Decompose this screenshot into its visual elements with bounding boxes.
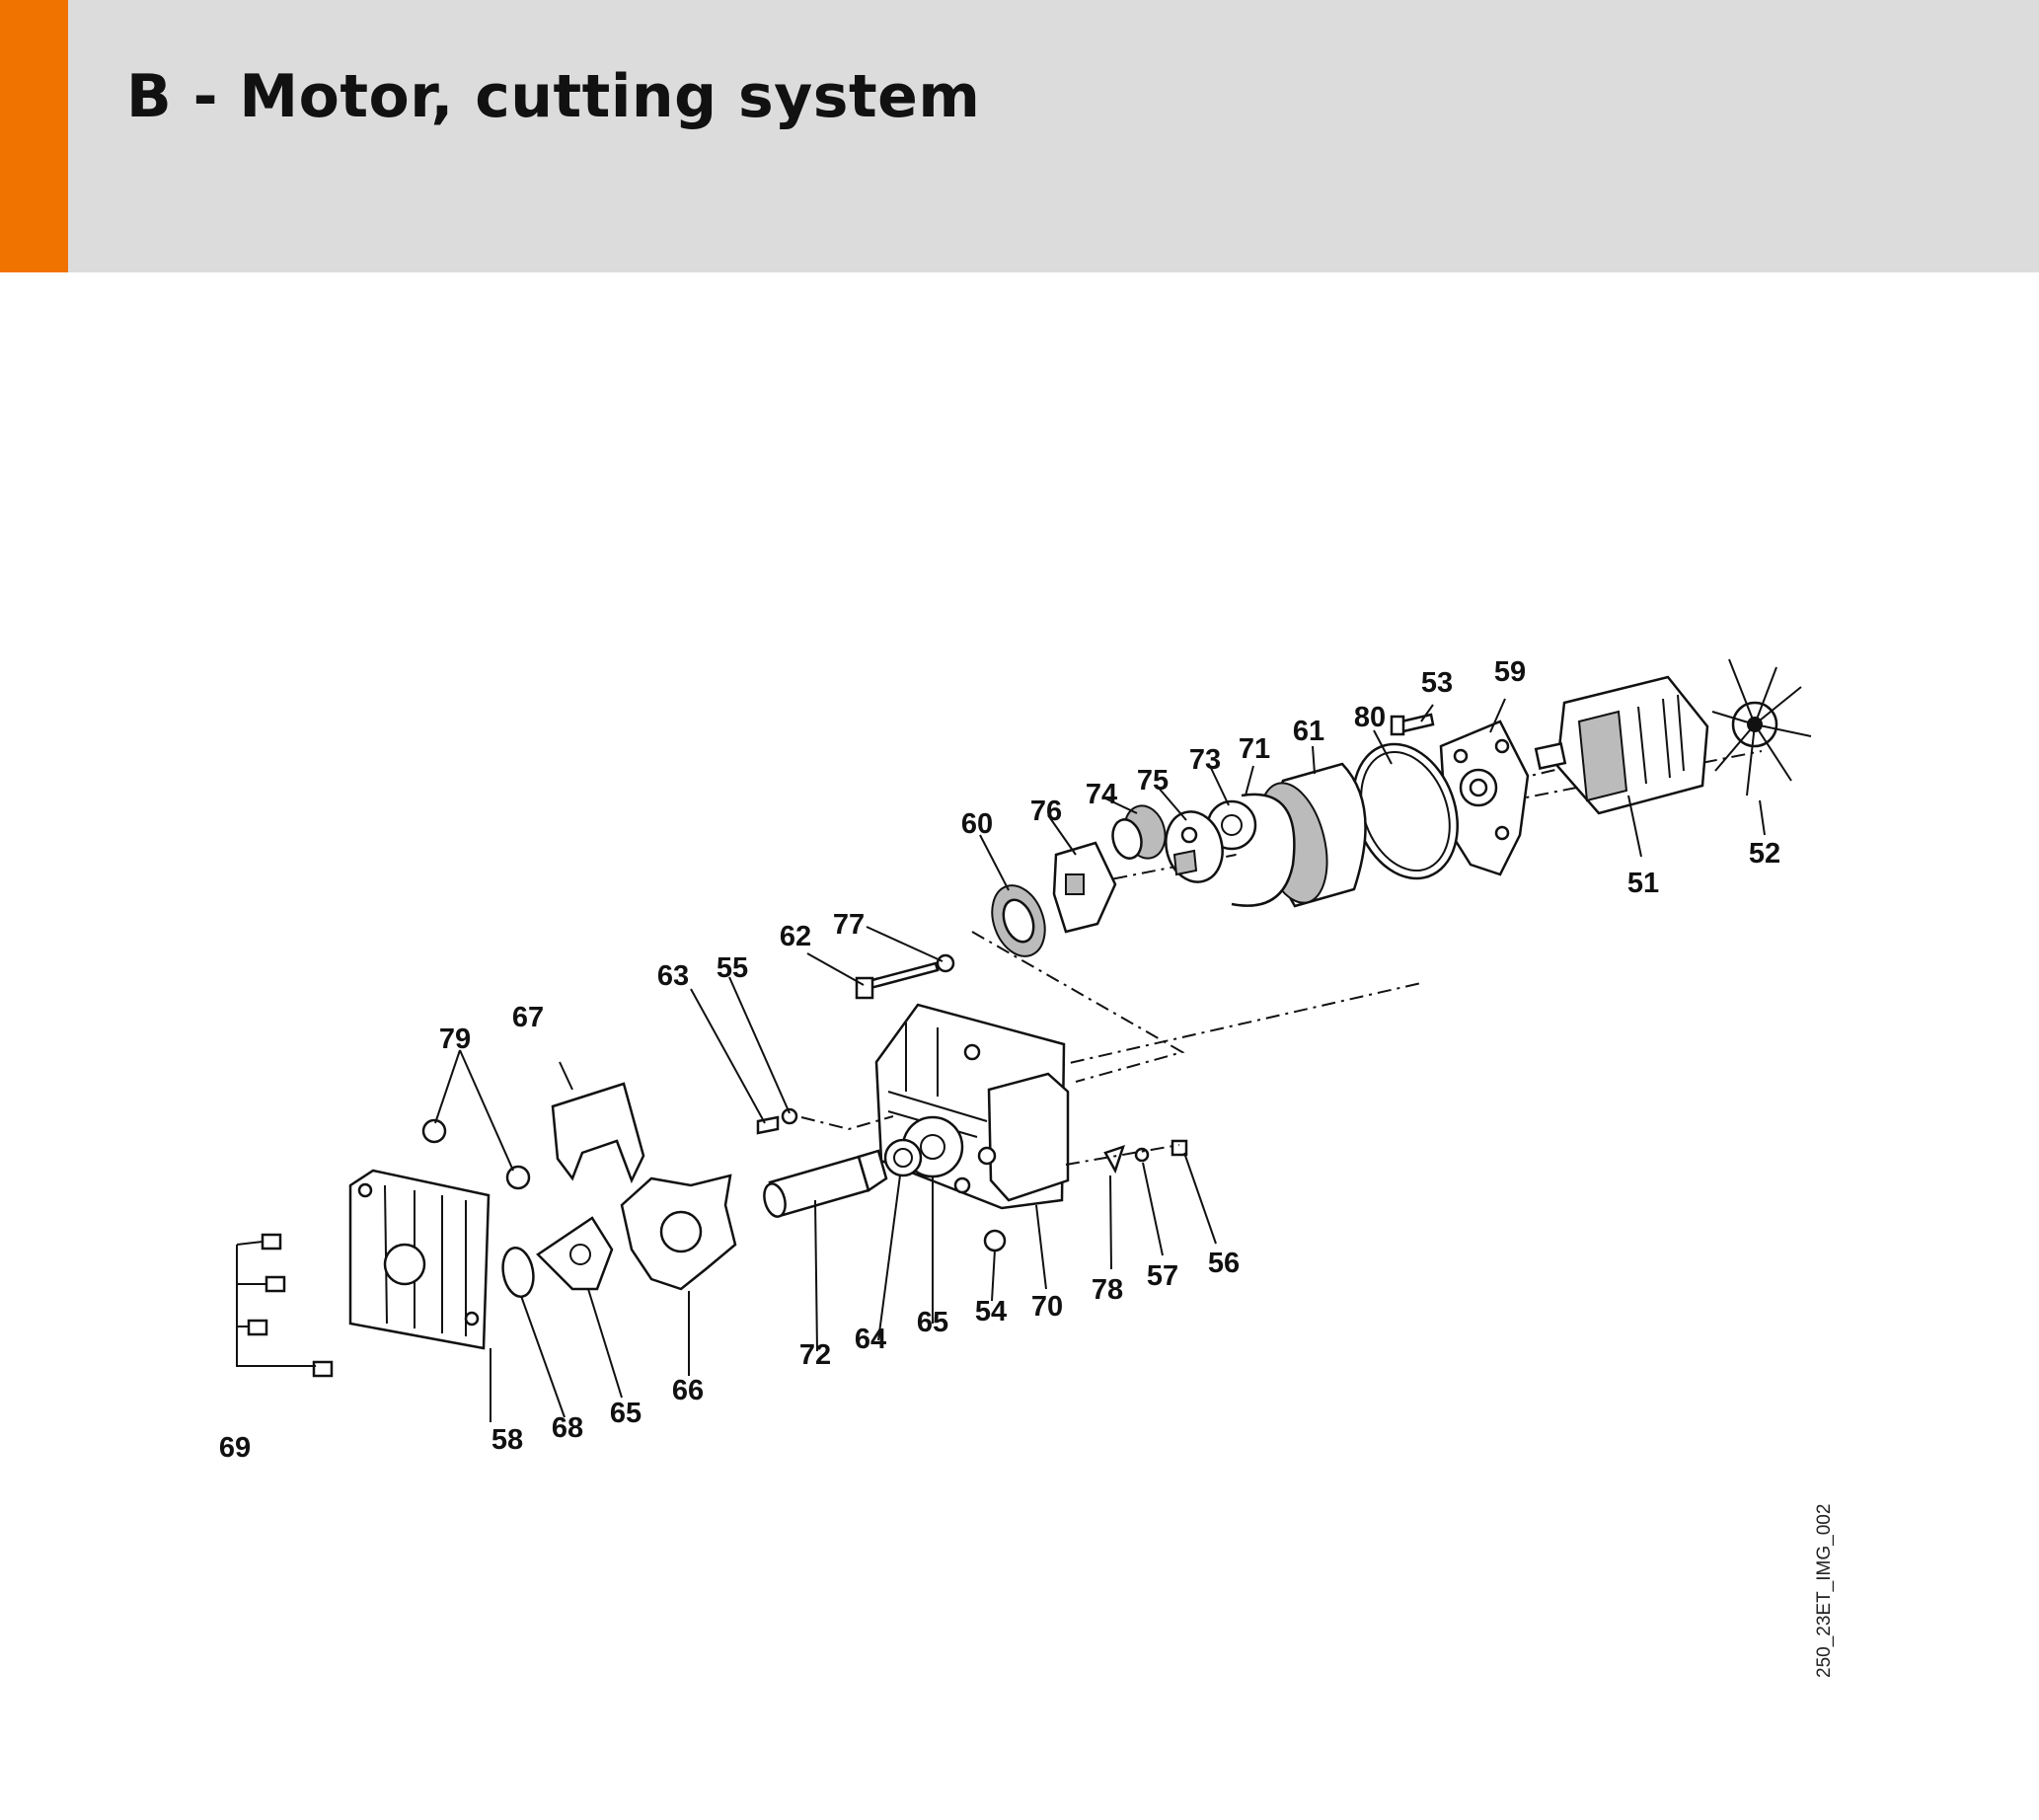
label-73: 73 (1189, 744, 1221, 776)
label-75: 75 (1137, 765, 1169, 796)
base-plate (348, 1169, 491, 1350)
gearbox-housing (874, 1003, 1070, 1210)
leader-lines (434, 698, 1766, 1422)
header-band (0, 0, 2039, 272)
guide-line-seal (971, 931, 1185, 1083)
label-64: 64 (855, 1324, 886, 1355)
guide-line-fasteners (1065, 1144, 1180, 1166)
coupling-76 (1052, 841, 1117, 934)
label-55: 55 (717, 952, 748, 984)
label-77: 77 (833, 909, 865, 941)
label-65-left: 65 (610, 1398, 642, 1429)
label-68: 68 (552, 1412, 583, 1444)
label-74: 74 (1086, 779, 1117, 810)
label-78: 78 (1092, 1274, 1123, 1306)
label-65-right: 65 (917, 1307, 948, 1338)
label-57: 57 (1147, 1260, 1178, 1292)
clip-78 (1103, 1145, 1125, 1175)
nut-79-b (505, 1165, 531, 1190)
label-58: 58 (491, 1424, 523, 1456)
label-72: 72 (799, 1339, 831, 1371)
label-53: 53 (1421, 667, 1453, 699)
label-62: 62 (780, 921, 811, 952)
label-54: 54 (975, 1296, 1007, 1327)
disk-75 (1165, 810, 1224, 883)
label-79: 79 (439, 1024, 471, 1055)
label-63: 63 (657, 960, 689, 992)
nut-54 (983, 1229, 1007, 1252)
screws-69 (236, 1233, 334, 1378)
motor-stator (1534, 675, 1709, 815)
end-shield (1439, 720, 1530, 876)
label-61: 61 (1293, 716, 1324, 747)
screw-53 (1390, 713, 1435, 736)
screw-56 (1171, 1139, 1188, 1157)
bearing-64 (883, 1138, 923, 1177)
washer-57 (1134, 1147, 1150, 1163)
label-71: 71 (1239, 733, 1270, 765)
pinion-74 (1111, 804, 1167, 860)
page-title: B - Motor, cutting system (126, 62, 981, 131)
cooling-fan (1711, 658, 1812, 796)
label-59: 59 (1494, 656, 1526, 688)
label-67: 67 (512, 1002, 544, 1033)
cover-67 (551, 1082, 645, 1184)
washer-77 (936, 953, 955, 973)
cutter-blade (620, 1174, 737, 1291)
washer-65-left (536, 1216, 614, 1291)
label-66: 66 (672, 1375, 704, 1406)
label-69: 69 (219, 1432, 251, 1464)
accent-bar (0, 0, 68, 272)
label-70: 70 (1031, 1291, 1063, 1323)
image-reference-code: 250_23ET_IMG_002 (1814, 1503, 1835, 1678)
label-56: 56 (1208, 1248, 1240, 1279)
ring-68 (501, 1246, 535, 1299)
guide-line-clip (800, 1115, 894, 1131)
label-60: 60 (961, 808, 993, 840)
label-52: 52 (1749, 838, 1780, 870)
shaft-seal-60 (991, 884, 1046, 957)
drive-shaft (763, 1149, 888, 1218)
nut-55 (781, 1107, 798, 1125)
diagram-canvas: 51 52 53 54 55 56 57 58 59 60 61 62 63 6… (219, 656, 1812, 1464)
label-80: 80 (1354, 702, 1386, 733)
label-76: 76 (1030, 796, 1062, 827)
exploded-parts-diagram: 51 52 53 54 55 56 57 58 59 60 61 62 63 6… (0, 272, 2039, 1820)
label-51: 51 (1627, 868, 1659, 899)
nut-79-a (421, 1118, 447, 1144)
clip-63 (756, 1115, 780, 1135)
bolt-62 (855, 961, 940, 1000)
